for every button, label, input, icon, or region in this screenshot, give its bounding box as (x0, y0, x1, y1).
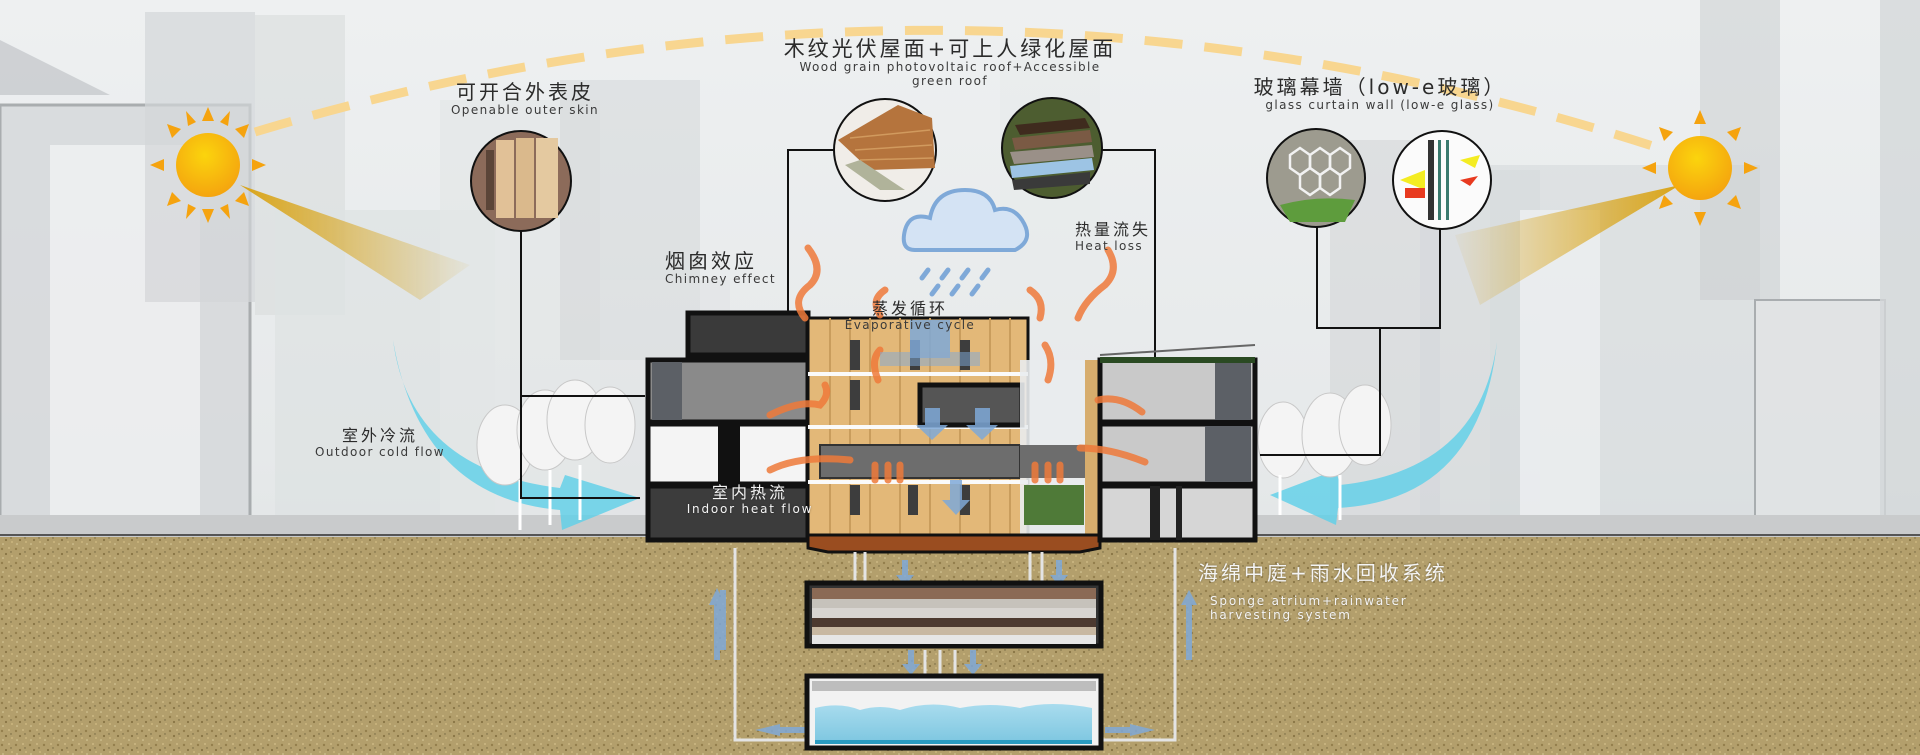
sun-path-arc (253, 25, 1667, 155)
label-chimney-en: Chimney effect (665, 272, 777, 286)
trees-left (476, 379, 636, 530)
sun-icon-right (1642, 110, 1758, 226)
sun-icon-left (150, 107, 266, 223)
label-skin-zh: 可开合外表皮 (456, 80, 594, 104)
leader-lines (520, 149, 1441, 499)
label-heat-flow-zh: 室内热流 (711, 483, 788, 502)
label-roof: 木纹光伏屋面+可上人绿化屋面 Wood grain photovoltaic r… (780, 38, 1120, 88)
label-sponge-en-line1: Sponge atrium+rainwater (1210, 594, 1408, 608)
label-sponge: 海绵中庭+雨水回收系统 Sponge atrium+rainwater harv… (1198, 561, 1448, 622)
label-glass-en: glass curtain wall (low-e glass) (1265, 98, 1495, 112)
filtration-layers (804, 580, 1104, 649)
label-roof-zh: 木纹光伏屋面+可上人绿化屋面 (783, 37, 1117, 61)
cold-flow-arrow-left (393, 340, 640, 530)
cold-flow-arrow-right (1270, 342, 1497, 525)
label-roof-en-line2: green roof (911, 74, 989, 88)
label-roof-en-line1: Wood grain photovoltaic roof+Accessible (799, 60, 1101, 74)
label-heat-loss-en: Heat loss (1075, 239, 1144, 253)
label-sponge-en-line2: harvesting system (1210, 608, 1352, 622)
green-roof-layers-photo (1001, 97, 1103, 199)
wood-pv-roof-photo (833, 98, 937, 202)
rainwater-tank (804, 673, 1104, 751)
label-heat-loss: 热量流失 Heat loss (1075, 220, 1155, 254)
sun-beam-right (1455, 185, 1680, 305)
label-heat-flow: 室内热流 Indoor heat flow (680, 483, 820, 517)
openable-skin-photo (470, 130, 572, 232)
label-skin: 可开合外表皮 Openable outer skin (440, 81, 610, 117)
hexagon-facade-photo (1266, 128, 1366, 228)
label-cold-flow: 室外冷流 Outdoor cold flow (305, 426, 455, 460)
drainage-pipes (733, 548, 1177, 742)
water-flow-arrows (709, 320, 1197, 736)
label-glass: 玻璃幕墙（low-e玻璃） glass curtain wall (low-e … (1250, 76, 1510, 112)
label-evaporative: 蒸发循环 Evaporative cycle (840, 299, 980, 333)
trees-right (1257, 384, 1392, 520)
rain-cloud-icon (901, 187, 1030, 297)
sun-beam-left (240, 185, 470, 300)
label-evaporative-zh: 蒸发循环 (871, 299, 948, 318)
label-chimney: 烟囱效应 Chimney effect (665, 250, 795, 286)
lowe-glass-section-photo (1392, 130, 1492, 230)
label-glass-zh: 玻璃幕墙（low-e玻璃） (1253, 75, 1507, 99)
label-cold-flow-en: Outdoor cold flow (314, 445, 446, 459)
label-chimney-zh: 烟囱效应 (665, 249, 757, 273)
label-heat-flow-en: Indoor heat flow (686, 502, 814, 516)
label-evaporative-en: Evaporative cycle (844, 318, 976, 332)
label-heat-loss-zh: 热量流失 (1075, 220, 1152, 239)
label-skin-en: Openable outer skin (450, 103, 600, 117)
label-sponge-zh: 海绵中庭+雨水回收系统 (1198, 561, 1448, 585)
label-cold-flow-zh: 室外冷流 (341, 426, 418, 445)
heat-flow-arrows (766, 244, 1149, 484)
